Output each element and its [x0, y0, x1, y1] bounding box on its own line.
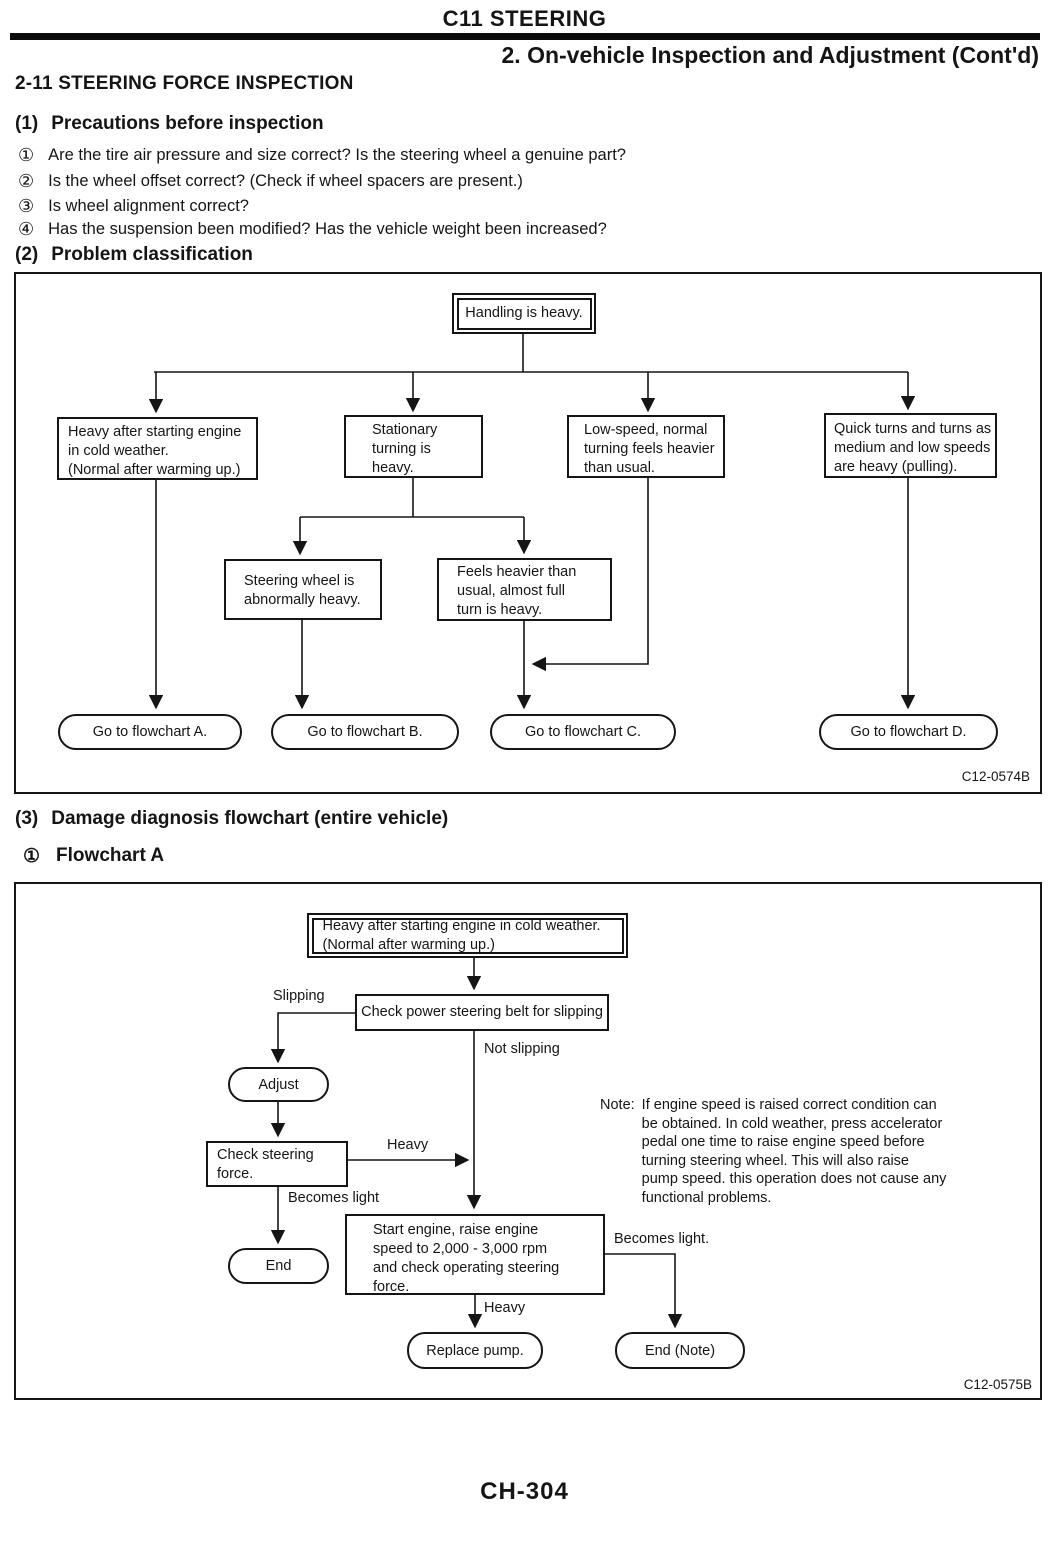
precaution-item: ③ Is wheel alignment correct?: [18, 196, 249, 216]
edge-label-heavy-1: Heavy: [387, 1137, 429, 1153]
note-text: If engine speed is raised correct condit…: [641, 1097, 947, 1206]
node-low-speed-turning: Low-speed, normal turning feels heavier …: [567, 415, 725, 478]
damage-diagnosis-heading: (3) Damage diagnosis flowchart (entire v…: [15, 808, 448, 830]
node-adjust: Adjust: [228, 1067, 329, 1102]
circled-number-icon: ①: [18, 145, 35, 165]
node-start-engine-check: Start engine, raise engine speed to 2,00…: [345, 1214, 605, 1295]
edge-label-heavy-2: Heavy: [484, 1300, 526, 1316]
node-replace-pump: Replace pump.: [407, 1332, 543, 1369]
figure-code: C12-0574B: [961, 769, 1030, 784]
precaution-text: Has the suspension been modified? Has th…: [48, 220, 607, 238]
goto-flowchart-b: Go to flowchart B.: [271, 714, 459, 750]
node-steering-wheel-heavy: Steering wheel is abnormally heavy.: [224, 559, 382, 620]
precaution-text: Is the wheel offset correct? (Check if w…: [48, 172, 523, 190]
node-start-condition: Heavy after starting engine in cold weat…: [307, 913, 628, 958]
precautions-heading-label: Precautions before inspection: [51, 113, 324, 134]
flow-connectors: [148, 332, 916, 710]
circled-number-icon: ①: [23, 846, 41, 867]
node-feels-heavier: Feels heavier than usual, almost full tu…: [437, 558, 612, 621]
classification-heading-num: (2): [15, 244, 39, 265]
damage-diagnosis-heading-label: Damage diagnosis flowchart (entire vehic…: [51, 808, 449, 829]
precaution-item: ④ Has the suspension been modified? Has …: [18, 219, 607, 239]
flow-connectors: [270, 958, 683, 1329]
precautions-heading-num: (1): [15, 113, 39, 134]
node-stationary-turning: Stationary turning is heavy.: [344, 415, 483, 478]
edge-label-not-slipping: Not slipping: [484, 1041, 560, 1057]
node-end-note: End (Note): [615, 1332, 745, 1369]
page-number: CH-304: [480, 1478, 569, 1505]
chapter-title: 2. On-vehicle Inspection and Adjustment …: [501, 42, 1039, 68]
classification-heading-label: Problem classification: [51, 244, 253, 265]
edge-label-becomes-light-2: Becomes light.: [614, 1231, 710, 1247]
circled-number-icon: ②: [18, 171, 35, 191]
flowchart-a-diagram: Heavy after starting engine in cold weat…: [14, 882, 1042, 1400]
node-end: End: [228, 1248, 329, 1284]
section-title: 2-11 STEERING FORCE INSPECTION: [15, 73, 354, 94]
figure-code: C12-0575B: [963, 1377, 1032, 1392]
node-heavy-cold-weather: Heavy after starting engine in cold weat…: [57, 417, 258, 480]
precautions-heading: (1) Precautions before inspection: [15, 113, 324, 135]
header-rule: [10, 33, 1040, 40]
flowchart-a-heading-label: Flowchart A: [56, 845, 165, 866]
node-quick-turns: Quick turns and turns as medium and low …: [824, 413, 997, 478]
goto-flowchart-a: Go to flowchart A.: [58, 714, 242, 750]
node-check-belt: Check power steering belt for slipping: [355, 994, 609, 1031]
precaution-item: ① Are the tire air pressure and size cor…: [18, 145, 626, 165]
note-label: Note:: [600, 1097, 635, 1113]
damage-diagnosis-heading-num: (3): [15, 808, 39, 829]
note-block: Note: If engine speed is raised correct …: [600, 1096, 980, 1207]
doc-title: C11 STEERING: [442, 6, 607, 31]
precaution-text: Is wheel alignment correct?: [48, 197, 249, 215]
precaution-text: Are the tire air pressure and size corre…: [48, 146, 626, 164]
node-handling-is-heavy: Handling is heavy.: [452, 293, 596, 334]
node-check-steering-force: Check steering force.: [206, 1141, 348, 1187]
classification-heading: (2) Problem classification: [15, 244, 253, 266]
goto-flowchart-c: Go to flowchart C.: [490, 714, 676, 750]
goto-flowchart-d: Go to flowchart D.: [819, 714, 998, 750]
problem-classification-flowchart: Handling is heavy. Heavy after starting …: [14, 272, 1042, 794]
edge-label-slipping: Slipping: [273, 988, 325, 1004]
precaution-item: ② Is the wheel offset correct? (Check if…: [18, 171, 523, 191]
circled-number-icon: ③: [18, 196, 35, 216]
flowchart-a-heading: ① Flowchart A: [23, 845, 164, 868]
edge-label-becomes-light-1: Becomes light: [288, 1190, 380, 1206]
circled-number-icon: ④: [18, 219, 35, 239]
